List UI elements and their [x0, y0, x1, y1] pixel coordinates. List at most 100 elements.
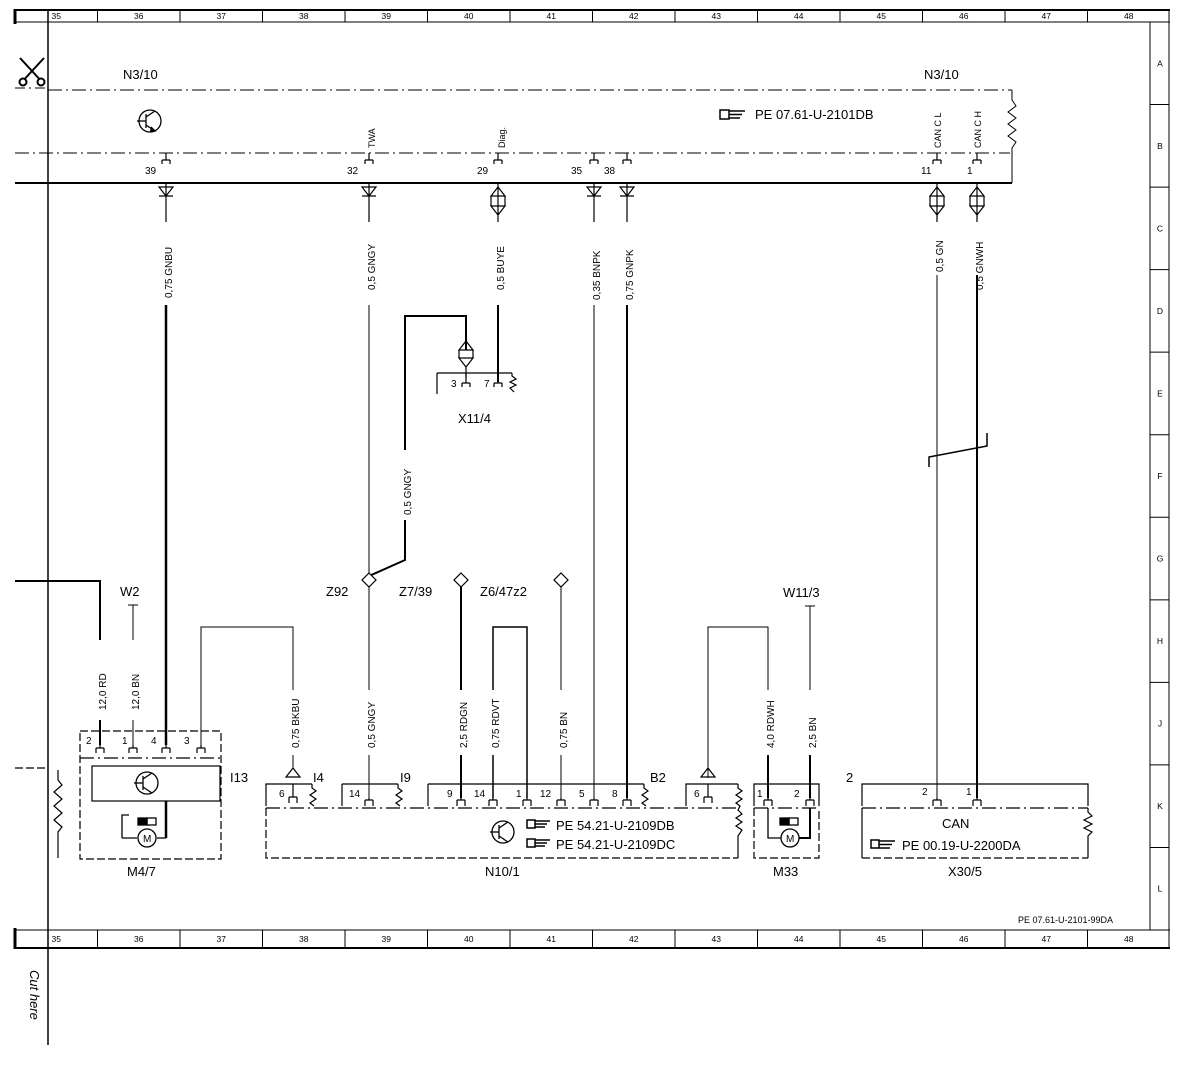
- column-label-44: 44: [794, 11, 804, 21]
- signal-can-h: CAN C H: [973, 111, 983, 148]
- pin-38: 38: [604, 166, 616, 177]
- motor-icon: [121, 801, 168, 848]
- pointing-hand-icon: [526, 819, 550, 848]
- row-label-C: C: [1157, 223, 1163, 233]
- ground-icon: [284, 767, 717, 778]
- column-label-38: 38: [299, 11, 309, 21]
- wire-buye: 0,5 BUYE: [496, 246, 507, 290]
- column-label-45: 45: [877, 934, 887, 944]
- m4-7-pin-4: 4: [151, 736, 157, 747]
- wire-bn25: 2,5 BN: [808, 717, 819, 748]
- column-label-37: 37: [217, 934, 227, 944]
- m4-7-unit: [15, 730, 222, 860]
- x30-5-label: X30/5: [948, 864, 982, 879]
- row-label-L: L: [1158, 884, 1163, 894]
- m4-7-label: M4/7: [127, 864, 156, 879]
- column-label-48: 48: [1124, 934, 1134, 944]
- z7-39-label: Z7/39: [399, 584, 432, 599]
- motor-icon: [767, 808, 811, 848]
- connector-arrows: [157, 183, 986, 222]
- column-label-35: 35: [52, 11, 62, 21]
- row-label-H: H: [1157, 636, 1163, 646]
- pointing-hand-icon: [870, 839, 895, 849]
- motor-m-label: M: [143, 834, 151, 845]
- z92-label: Z92: [326, 584, 348, 599]
- column-label-44: 44: [794, 934, 804, 944]
- row-dividers: [1150, 104, 1169, 848]
- m33-pin-1: 1: [757, 789, 763, 800]
- n10-1-pin-14b: 14: [474, 789, 486, 800]
- pin-35: 35: [571, 166, 583, 177]
- x30-5-can-title: CAN: [942, 816, 969, 831]
- wire-rdgn: 2,5 RDGN: [459, 702, 470, 748]
- pin-11: 11: [921, 166, 932, 177]
- wire-gngy-top: 0,5 GNGY: [367, 244, 378, 290]
- x30-5-pin-2: 2: [922, 787, 928, 798]
- column-label-41: 41: [547, 934, 557, 944]
- x11-4-pin-7: 7: [484, 379, 490, 390]
- column-label-36: 36: [134, 934, 144, 944]
- x11-4-label: X11/4: [458, 411, 491, 426]
- column-dividers: [97, 10, 1088, 948]
- row-label-A: A: [1157, 58, 1163, 68]
- column-label-46: 46: [959, 934, 969, 944]
- row-label-F: F: [1157, 471, 1162, 481]
- pin-1: 1: [967, 166, 973, 177]
- w2-label: W2: [120, 584, 140, 599]
- m4-7-pin-3: 3: [184, 736, 190, 747]
- column-label-43: 43: [712, 11, 722, 21]
- b2-label: B2: [650, 770, 666, 785]
- n3-10-pin-ticks: [161, 153, 982, 164]
- column-label-37: 37: [217, 11, 227, 21]
- n10-1-pin-1: 1: [516, 789, 522, 800]
- n3-10-control-unit: [15, 89, 1017, 184]
- n3-10-reference: PE 07.61-U-2101DB: [755, 107, 874, 122]
- wire-gnbu: 0,75 GNBU: [164, 247, 175, 298]
- z6-47z2-label: Z6/47z2: [480, 584, 527, 599]
- pin-29: 29: [477, 166, 489, 177]
- signal-diag: Diag.: [497, 127, 507, 148]
- i9-label: I9: [400, 770, 411, 785]
- scissors-icon: [18, 57, 46, 87]
- x30-5-can-connector: [861, 783, 1094, 859]
- n10-1-pin-8: 8: [612, 789, 618, 800]
- column-label-47: 47: [1042, 934, 1052, 944]
- i4-label: I4: [313, 770, 324, 785]
- m33-unit: [753, 783, 820, 859]
- pin-32: 32: [347, 166, 359, 177]
- m33-pin-2: 2: [794, 789, 800, 800]
- row-label-J: J: [1158, 719, 1162, 729]
- transistor-icon: [134, 771, 159, 795]
- column-label-39: 39: [382, 11, 392, 21]
- row-label-D: D: [1157, 306, 1163, 316]
- signal-can-l: CAN C L: [933, 112, 943, 148]
- column-label-35: 35: [52, 934, 62, 944]
- column-label-38: 38: [299, 934, 309, 944]
- document-id: PE 07.61-U-2101-99DA: [1018, 915, 1113, 925]
- n10-1-pin-9: 9: [447, 789, 453, 800]
- i13-label: I13: [230, 770, 248, 785]
- n3-10-label-right: N3/10: [924, 67, 959, 82]
- x30-5-number: 2: [846, 770, 853, 785]
- n10-1-pin-ticks: [288, 784, 713, 806]
- signal-twa: TWA: [367, 128, 377, 148]
- row-label-K: K: [1157, 801, 1163, 811]
- column-label-47: 47: [1042, 11, 1052, 21]
- pin-39: 39: [145, 166, 157, 177]
- transistor-icon: [137, 109, 162, 133]
- m4-7-pin-1: 1: [122, 736, 128, 747]
- x11-4-connector: [436, 340, 518, 394]
- column-label-43: 43: [712, 934, 722, 944]
- motor-m-label: M: [786, 834, 794, 845]
- n3-10-label-left: N3/10: [123, 67, 158, 82]
- wire-gnwh: 0,5 GNWH: [975, 242, 986, 290]
- n10-1-label: N10/1: [485, 864, 520, 879]
- w11-3-label: W11/3: [783, 585, 820, 600]
- column-label-46: 46: [959, 11, 969, 21]
- x11-4-pin-3: 3: [451, 379, 457, 390]
- wire-bkbu: 0,75 BKBU: [291, 699, 302, 748]
